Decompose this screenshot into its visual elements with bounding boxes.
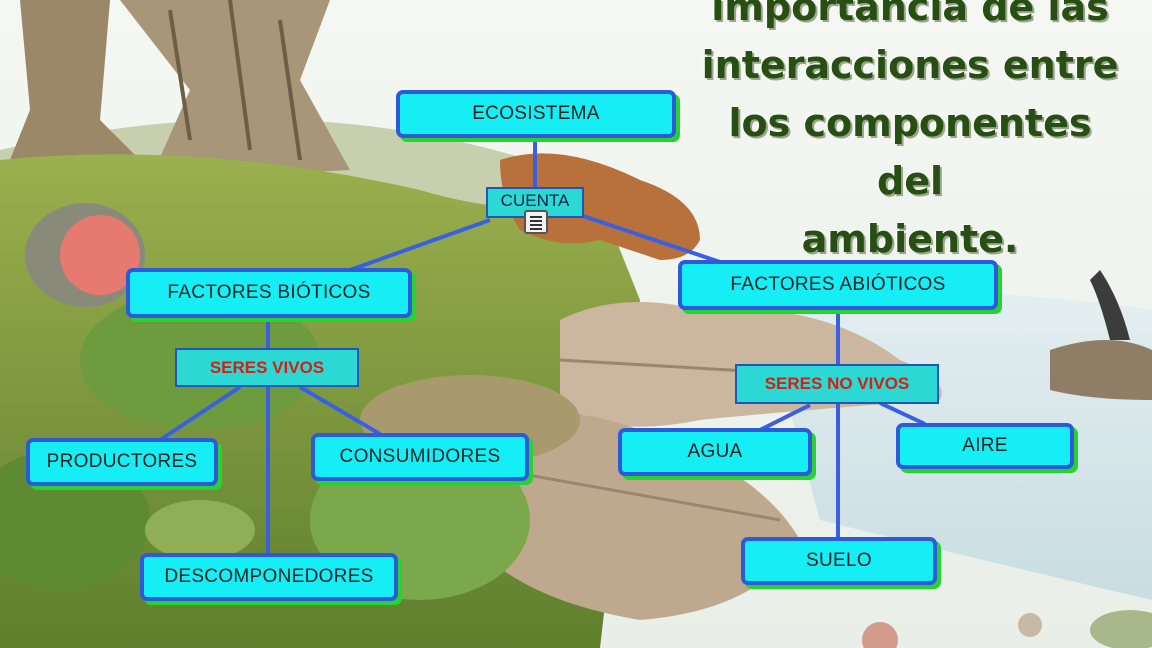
slide-title: importancia de las interacciones entre l…: [690, 0, 1130, 268]
node-descomponedores[interactable]: DESCOMPONEDORES: [140, 553, 398, 601]
title-line-2: interacciones entre: [701, 43, 1119, 87]
connector-lines: [158, 138, 926, 556]
node-ecosistema[interactable]: ECOSISTEMA: [396, 90, 676, 138]
node-consumidores[interactable]: CONSUMIDORES: [311, 433, 529, 481]
link-label-seres-no-vivos: SERES NO VIVOS: [735, 364, 939, 404]
node-aire[interactable]: AIRE: [896, 423, 1074, 469]
node-suelo[interactable]: SUELO: [741, 537, 937, 585]
document-icon[interactable]: [524, 210, 548, 234]
link-label-seres-vivos: SERES VIVOS: [175, 348, 359, 387]
node-factores-abioticos[interactable]: FACTORES ABIÓTICOS: [678, 260, 998, 310]
title-line-4: ambiente.: [801, 217, 1019, 261]
node-productores[interactable]: PRODUCTORES: [26, 438, 218, 486]
title-line-3: los componentes del: [728, 101, 1092, 203]
node-agua[interactable]: AGUA: [618, 428, 812, 476]
node-factores-bioticos[interactable]: FACTORES BIÓTICOS: [126, 268, 412, 318]
title-line-1: importancia de las: [711, 0, 1109, 29]
